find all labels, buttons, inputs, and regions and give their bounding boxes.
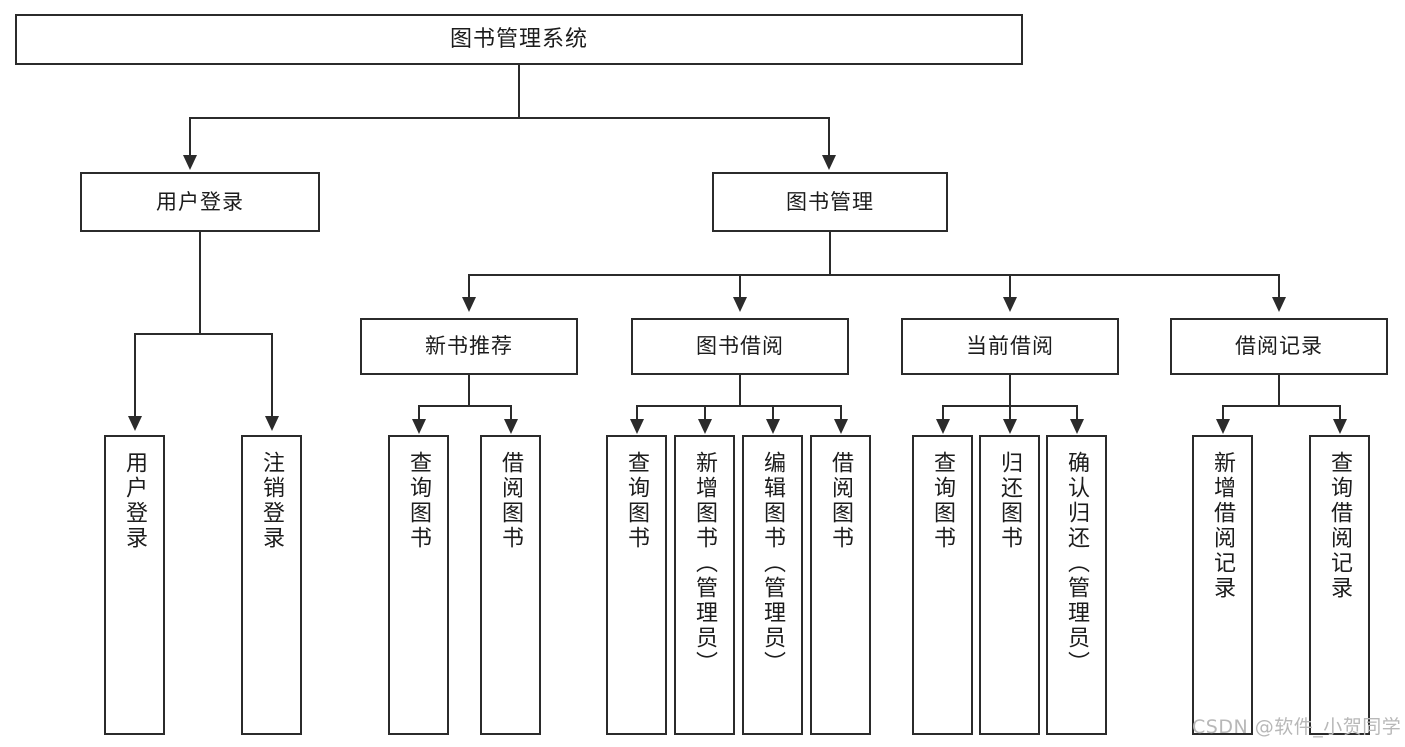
- connector-book-borrow-to-leaf-2: [704, 405, 707, 421]
- csdn-watermark: CSDN @软件_小贺同学: [1192, 716, 1402, 738]
- leaf-borrow-book-2-label: 借阅图书: [828, 451, 854, 551]
- leaf-logout-label: 注销登录: [259, 451, 285, 551]
- connector-book-borrow-stem: [739, 375, 742, 407]
- node-new-book-recommend-label: 新书推荐: [425, 334, 513, 359]
- connector-new-book-bar: [418, 405, 512, 408]
- node-book-manage-label: 图书管理: [786, 189, 874, 214]
- connector-borrow-record-bar: [1222, 405, 1341, 408]
- node-root-system-label: 图书管理系统: [449, 26, 588, 52]
- connector-root-to-book-manage: [828, 117, 831, 157]
- arrowhead-book-borrow-leaf-3: [766, 419, 780, 434]
- arrowhead-root-to-book-manage: [822, 155, 836, 170]
- connector-user-login-bar: [134, 333, 271, 336]
- connector-root-bar: [189, 117, 830, 120]
- connector-book-manage-to-l3-2: [739, 274, 742, 299]
- leaf-add-record-label: 新增借阅记录: [1210, 451, 1236, 601]
- arrowhead-book-borrow-leaf-2: [698, 419, 712, 434]
- node-borrow-record[interactable]: 借阅记录: [1170, 318, 1388, 375]
- connector-new-book-stem: [468, 375, 471, 407]
- arrowhead-book-borrow-leaf-4: [834, 419, 848, 434]
- leaf-return-book-label: 归还图书: [997, 451, 1023, 551]
- arrowhead-root-to-user-login: [183, 155, 197, 170]
- connector-borrow-record-to-leaf-2: [1339, 405, 1342, 421]
- leaf-query-book-2[interactable]: 查询图书: [606, 435, 667, 735]
- leaf-add-book[interactable]: 新增图书（管理员）: [674, 435, 735, 735]
- node-root-system[interactable]: 图书管理系统: [15, 14, 1023, 65]
- leaf-query-book-3-label: 查询图书: [930, 451, 956, 551]
- node-book-borrow[interactable]: 图书借阅: [631, 318, 849, 375]
- leaf-confirm-return-label: 确认归还（管理员）: [1064, 451, 1090, 676]
- connector-new-book-to-leaf-1: [418, 405, 421, 421]
- connector-book-borrow-to-leaf-4: [840, 405, 843, 421]
- connector-book-manage-bar: [468, 274, 1280, 277]
- connector-book-borrow-to-leaf-1: [636, 405, 639, 421]
- arrowhead-book-manage-l3-3: [1003, 297, 1017, 312]
- arrowhead-book-manage-l3-2: [733, 297, 747, 312]
- node-borrow-record-label: 借阅记录: [1235, 334, 1323, 359]
- connector-borrow-record-to-leaf-1: [1222, 405, 1225, 421]
- leaf-return-book[interactable]: 归还图书: [979, 435, 1040, 735]
- leaf-logout[interactable]: 注销登录: [241, 435, 302, 735]
- leaf-borrow-book-2[interactable]: 借阅图书: [810, 435, 871, 735]
- arrowhead-borrow-record-leaf-2: [1333, 419, 1347, 434]
- node-user-login-label: 用户登录: [156, 189, 244, 214]
- leaf-add-book-label: 新增图书（管理员）: [692, 451, 718, 676]
- arrowhead-user-login-leaf-1: [128, 416, 142, 431]
- connector-user-login-stem: [199, 232, 202, 335]
- leaf-query-book-1-label: 查询图书: [406, 451, 432, 551]
- leaf-user-login[interactable]: 用户登录: [104, 435, 165, 735]
- connector-user-login-to-leaf-2: [271, 333, 274, 418]
- node-book-borrow-label: 图书借阅: [696, 334, 784, 359]
- arrowhead-new-book-leaf-1: [412, 419, 426, 434]
- connector-current-borrow-to-leaf-2: [1009, 405, 1012, 421]
- leaf-query-record[interactable]: 查询借阅记录: [1309, 435, 1370, 735]
- leaf-edit-book-label: 编辑图书（管理员）: [760, 451, 786, 676]
- arrowhead-current-borrow-leaf-1: [936, 419, 950, 434]
- arrowhead-book-manage-l3-1: [462, 297, 476, 312]
- leaf-query-book-2-label: 查询图书: [624, 451, 650, 551]
- leaf-borrow-book-1-label: 借阅图书: [498, 451, 524, 551]
- connector-borrow-record-stem: [1278, 375, 1281, 407]
- connector-current-borrow-to-leaf-1: [942, 405, 945, 421]
- leaf-borrow-book-1[interactable]: 借阅图书: [480, 435, 541, 735]
- connector-book-manage-to-l3-4: [1278, 274, 1281, 299]
- node-new-book-recommend[interactable]: 新书推荐: [360, 318, 578, 375]
- arrowhead-borrow-record-leaf-1: [1216, 419, 1230, 434]
- connector-book-manage-to-l3-3: [1009, 274, 1012, 299]
- connector-book-manage-stem: [829, 232, 832, 276]
- arrowhead-user-login-leaf-2: [265, 416, 279, 431]
- connector-book-borrow-to-leaf-3: [772, 405, 775, 421]
- leaf-query-book-1[interactable]: 查询图书: [388, 435, 449, 735]
- arrowhead-book-borrow-leaf-1: [630, 419, 644, 434]
- node-book-manage[interactable]: 图书管理: [712, 172, 948, 232]
- node-current-borrow-label: 当前借阅: [966, 334, 1054, 359]
- leaf-query-book-3[interactable]: 查询图书: [912, 435, 973, 735]
- connector-current-borrow-to-leaf-3: [1076, 405, 1079, 421]
- connector-root-to-user-login: [189, 117, 192, 157]
- leaf-edit-book[interactable]: 编辑图书（管理员）: [742, 435, 803, 735]
- connector-book-manage-to-l3-1: [468, 274, 471, 299]
- arrowhead-book-manage-l3-4: [1272, 297, 1286, 312]
- connector-book-borrow-bar: [636, 405, 842, 408]
- leaf-add-record[interactable]: 新增借阅记录: [1192, 435, 1253, 735]
- arrowhead-current-borrow-leaf-3: [1070, 419, 1084, 434]
- arrowhead-new-book-leaf-2: [504, 419, 518, 434]
- connector-root-stem: [518, 65, 521, 117]
- connector-user-login-to-leaf-1: [134, 333, 137, 418]
- leaf-user-login-label: 用户登录: [122, 451, 148, 551]
- connector-current-borrow-stem: [1009, 375, 1012, 407]
- connector-new-book-to-leaf-2: [510, 405, 513, 421]
- leaf-query-record-label: 查询借阅记录: [1327, 451, 1353, 601]
- arrowhead-current-borrow-leaf-2: [1003, 419, 1017, 434]
- leaf-confirm-return[interactable]: 确认归还（管理员）: [1046, 435, 1107, 735]
- node-current-borrow[interactable]: 当前借阅: [901, 318, 1119, 375]
- node-user-login[interactable]: 用户登录: [80, 172, 320, 232]
